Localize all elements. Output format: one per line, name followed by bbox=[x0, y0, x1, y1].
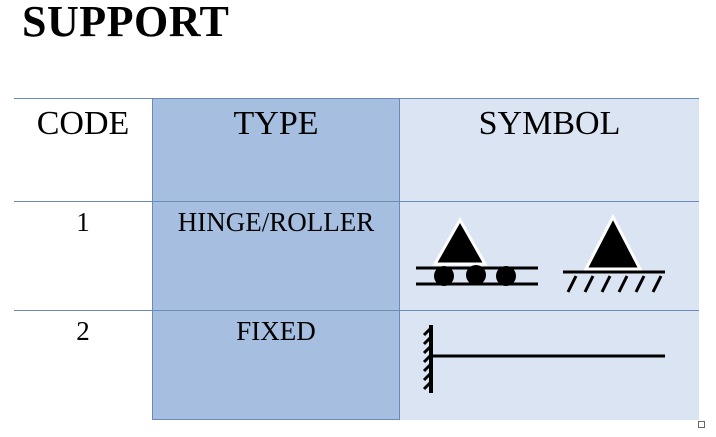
cell-type: FIXED bbox=[152, 310, 400, 420]
fixed-support-icon bbox=[422, 325, 665, 393]
roller-support-icon bbox=[416, 216, 538, 286]
page-title: SUPPORT bbox=[22, 0, 230, 46]
cell-type-value: HINGE/ROLLER bbox=[177, 207, 375, 237]
header-symbol: SYMBOL bbox=[399, 98, 699, 202]
support-symbols bbox=[416, 213, 665, 293]
cell-code: 1 bbox=[14, 201, 153, 311]
cell-code-value: 1 bbox=[76, 207, 90, 237]
cell-symbol bbox=[399, 310, 699, 420]
table-header-row: CODE TYPE SYMBOL bbox=[14, 98, 699, 202]
header-symbol-label: SYMBOL bbox=[478, 105, 621, 142]
cell-type: HINGE/ROLLER bbox=[152, 201, 400, 311]
hinge-support-icon bbox=[563, 213, 665, 293]
fixed-symbol bbox=[422, 325, 665, 393]
header-code-label: CODE bbox=[36, 105, 130, 142]
table-row: 2 FIXED bbox=[14, 310, 699, 420]
table-row: 1 HINGE/ROLLER bbox=[14, 201, 699, 311]
header-type-label: TYPE bbox=[233, 105, 319, 142]
header-type: TYPE bbox=[152, 98, 400, 202]
cell-type-value: FIXED bbox=[236, 316, 316, 346]
header-code: CODE bbox=[14, 98, 153, 202]
cell-symbol bbox=[399, 201, 699, 311]
cell-code: 2 bbox=[14, 310, 153, 420]
cell-code-value: 2 bbox=[76, 316, 90, 346]
resize-handle[interactable] bbox=[698, 421, 705, 428]
support-table: CODE TYPE SYMBOL 1 HINGE/ROLLER bbox=[14, 98, 699, 420]
